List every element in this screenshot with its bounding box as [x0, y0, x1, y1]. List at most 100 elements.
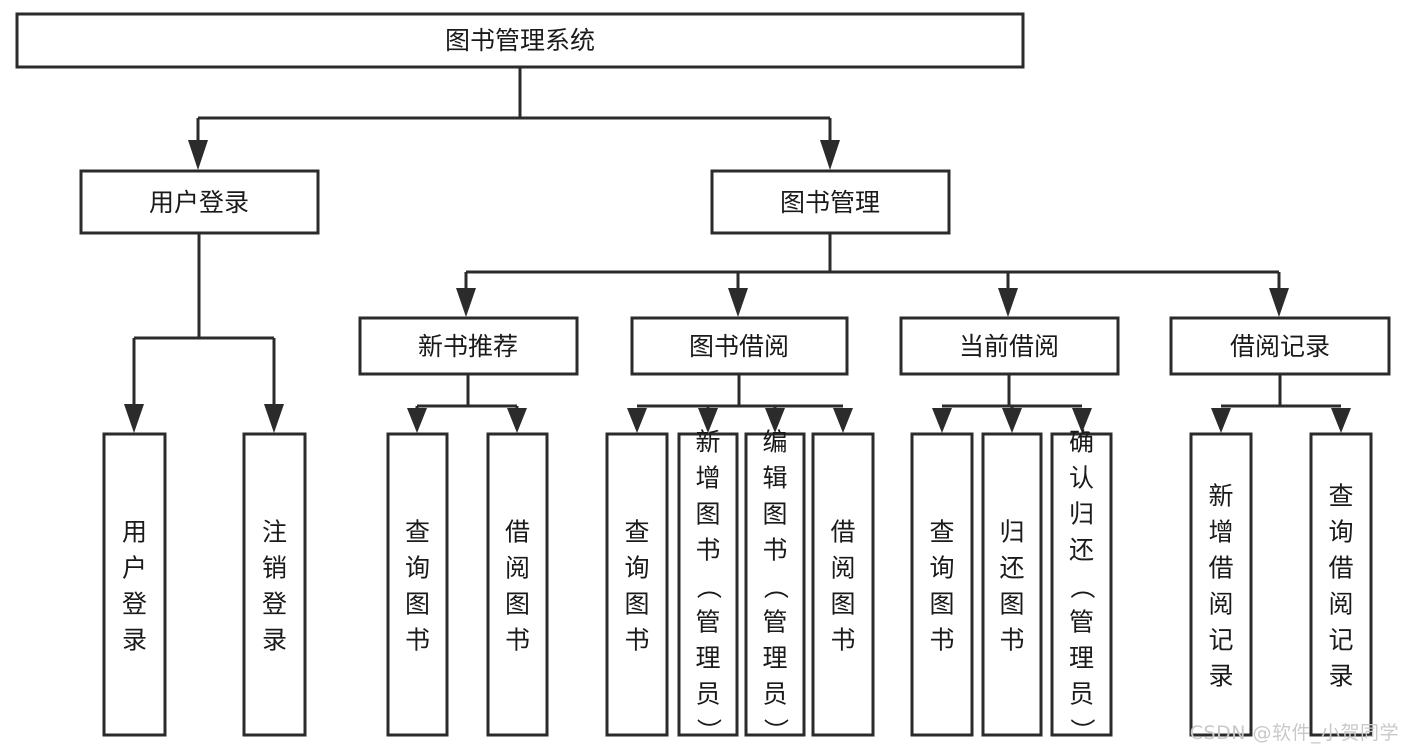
svg-text:登: 登	[262, 590, 287, 619]
arrow-to-leaf-confirm-return	[1072, 408, 1092, 433]
node-root-box[interactable]	[15, 12, 1025, 69]
node-leaf-query-book-2[interactable]	[605, 432, 669, 737]
node-book-borrow-label: 图书借阅	[689, 332, 789, 361]
arrow-to-new-book-rec	[456, 288, 476, 317]
node-book-borrow[interactable]: 图书借阅	[630, 316, 849, 376]
node-leaf-return-book-box[interactable]	[981, 432, 1043, 737]
svg-text:增: 增	[695, 464, 720, 493]
node-current-borrow[interactable]: 当前借阅	[899, 316, 1120, 376]
node-user-login-label: 用户登录	[149, 188, 249, 217]
svg-text:阅: 阅	[830, 554, 855, 583]
arrow-to-leaf-query-book-3	[932, 408, 952, 433]
node-leaf-confirm-return-box[interactable]	[1050, 432, 1113, 737]
node-current-borrow-label: 当前借阅	[959, 332, 1059, 361]
leaf-label-layer: 用户登录注销登录查询图书借阅图书查询图书新增图书（管理员）编辑图书（管理员）借阅…	[122, 428, 1354, 744]
svg-text:图: 图	[999, 590, 1024, 619]
node-leaf-query-book-3-box[interactable]	[910, 432, 974, 737]
arrow-to-leaf-borrow-book-2	[833, 408, 853, 433]
node-book-manage-box[interactable]	[710, 169, 951, 235]
node-user-login-box[interactable]	[79, 169, 320, 235]
node-root[interactable]: 图书管理系统	[15, 12, 1025, 69]
svg-text:询: 询	[1328, 518, 1353, 547]
svg-text:员: 员	[762, 680, 787, 709]
svg-text:理: 理	[1069, 644, 1094, 673]
node-leaf-return-book[interactable]	[981, 432, 1043, 737]
node-leaf-user-logout[interactable]	[242, 432, 307, 737]
node-leaf-user-login[interactable]	[102, 432, 167, 737]
arrow-to-leaf-add-record	[1211, 408, 1231, 433]
node-leaf-query-record[interactable]	[1309, 432, 1373, 737]
svg-text:增: 增	[1208, 518, 1233, 547]
svg-text:图: 图	[505, 590, 530, 619]
svg-text:新: 新	[1208, 482, 1233, 511]
node-root-label: 图书管理系统	[445, 26, 595, 55]
svg-text:注: 注	[262, 518, 287, 547]
node-leaf-add-book[interactable]	[677, 432, 739, 737]
node-leaf-query-book-2-box[interactable]	[605, 432, 669, 737]
node-leaf-borrow-book-2-box[interactable]	[811, 432, 875, 737]
node-user-login[interactable]: 用户登录	[79, 169, 320, 235]
node-leaf-add-record[interactable]	[1189, 432, 1253, 737]
node-book-borrow-box[interactable]	[630, 316, 849, 376]
node-current-borrow-box[interactable]	[899, 316, 1120, 376]
arrow-to-leaf-query-record	[1331, 408, 1351, 433]
svg-text:书: 书	[762, 536, 787, 565]
node-borrow-record-box[interactable]	[1169, 316, 1391, 376]
node-leaf-edit-book[interactable]	[744, 432, 806, 737]
svg-text:（: （	[694, 574, 723, 599]
node-leaf-add-book-box[interactable]	[677, 432, 739, 737]
svg-text:查: 查	[624, 518, 649, 547]
node-leaf-confirm-return[interactable]	[1050, 432, 1113, 737]
node-leaf-user-logout-box[interactable]	[242, 432, 307, 737]
svg-text:认: 认	[1069, 464, 1094, 493]
arrow-to-current-borrow	[998, 288, 1018, 317]
node-leaf-borrow-book-2[interactable]	[811, 432, 875, 737]
svg-text:员: 员	[695, 680, 720, 709]
svg-text:编: 编	[762, 428, 787, 457]
node-leaf-query-book-3[interactable]	[910, 432, 974, 737]
node-leaf-query-book-1-box[interactable]	[386, 432, 449, 737]
svg-text:登: 登	[122, 590, 147, 619]
svg-text:录: 录	[262, 626, 287, 655]
arrow-to-leaf-user-login	[124, 404, 144, 433]
node-book-manage[interactable]: 图书管理	[710, 169, 951, 235]
svg-text:图: 图	[762, 500, 787, 529]
svg-text:借: 借	[505, 518, 530, 547]
node-leaf-query-book-1[interactable]	[386, 432, 449, 737]
node-leaf-query-record-box[interactable]	[1309, 432, 1373, 737]
svg-text:书: 书	[505, 626, 530, 655]
node-leaf-borrow-book-1-box[interactable]	[486, 432, 549, 737]
node-leaf-add-record-box[interactable]	[1189, 432, 1253, 737]
node-new-book-rec-box[interactable]	[358, 316, 579, 376]
svg-text:图: 图	[830, 590, 855, 619]
svg-text:管: 管	[695, 608, 720, 637]
node-leaf-edit-book-box[interactable]	[744, 432, 806, 737]
svg-text:录: 录	[122, 626, 147, 655]
svg-text:图: 图	[695, 500, 720, 529]
arrow-to-book-borrow	[728, 288, 748, 317]
svg-text:管: 管	[1069, 608, 1094, 637]
svg-text:书: 书	[830, 626, 855, 655]
node-leaf-borrow-book-1[interactable]	[486, 432, 549, 737]
node-new-book-rec[interactable]: 新书推荐	[358, 316, 579, 376]
svg-text:归: 归	[999, 518, 1024, 547]
svg-text:查: 查	[929, 518, 954, 547]
svg-text:销: 销	[262, 554, 287, 583]
svg-text:借: 借	[1208, 554, 1233, 583]
arrow-to-leaf-add-book	[698, 408, 718, 433]
svg-text:户: 户	[122, 554, 147, 583]
csdn-watermark: CSDN @软件_小贺同学	[1189, 722, 1399, 744]
svg-text:阅: 阅	[1208, 590, 1233, 619]
arrow-to-borrow-record	[1269, 288, 1289, 317]
node-borrow-record[interactable]: 借阅记录	[1169, 316, 1391, 376]
node-new-book-rec-label: 新书推荐	[418, 332, 518, 361]
node-leaf-user-login-box[interactable]	[102, 432, 167, 737]
arrow-to-leaf-return-book	[1002, 408, 1022, 433]
